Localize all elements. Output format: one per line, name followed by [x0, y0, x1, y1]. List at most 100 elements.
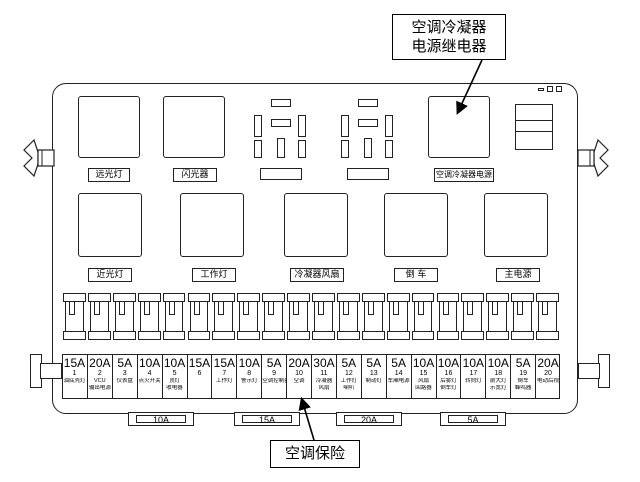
fuse-number: 20	[544, 370, 552, 377]
fuse-name-line2: 输出电源	[88, 385, 111, 391]
fuse-holder-cap	[411, 293, 435, 302]
label-high-beam: 远光灯	[88, 168, 130, 182]
spare-fuse-20a: 20A	[336, 412, 402, 426]
fuse-amperage: 30A	[313, 356, 335, 370]
fuse-holder-cap	[386, 293, 410, 302]
fuse-name: 点火开关	[138, 378, 161, 384]
fuse-name: 转向灯	[465, 378, 482, 384]
fuse-amperage: 10A	[138, 356, 161, 370]
fuse-number: 7	[222, 370, 227, 377]
callout-line-2: 电源继电器	[411, 37, 487, 55]
fuse-amperage: 5A	[117, 356, 133, 370]
fuse-name-line2: 倒车灯	[440, 385, 457, 391]
small-module-slot	[515, 120, 553, 132]
fuse-holder-cap	[262, 331, 286, 340]
mini-socket-long	[347, 168, 389, 180]
fuse-cell-9: 5A9空调控制器	[261, 354, 286, 399]
mini-socket	[254, 115, 262, 137]
mini-socket	[298, 140, 306, 158]
relay-ac-condenser-power	[428, 96, 490, 158]
fuse-name: 冷凝器	[315, 378, 333, 384]
fuse-holder-cap	[486, 293, 510, 302]
mini-socket	[277, 138, 285, 158]
mini-socket	[385, 115, 393, 137]
fuse-holder	[413, 293, 433, 339]
fuse-holder-cap	[63, 293, 86, 302]
relay-work-light	[180, 193, 244, 257]
fuse-amperage: 15A	[63, 356, 86, 370]
fuse-amperage: 20A	[89, 356, 111, 370]
fuse-name: 空调控制器	[262, 378, 286, 384]
fuse-name: 油底壳灯	[63, 378, 86, 384]
spare-fuse-label: 10A	[136, 415, 186, 425]
fuse-holder-cap	[511, 331, 535, 340]
fuse-name: 风扇	[418, 378, 430, 384]
fuse-name: 前大灯	[489, 378, 507, 384]
fuse-holder-cap	[112, 331, 136, 340]
fuse-number: 9	[272, 370, 277, 377]
fuse-amperage: 5A	[515, 356, 531, 370]
fuse-holder-cap	[461, 331, 485, 340]
callout-line-1: 空调冷凝器	[411, 18, 487, 36]
fuse-number: 14	[394, 370, 403, 377]
fuse-amperage: 5A	[266, 356, 282, 370]
fuse-number: 1	[72, 370, 77, 377]
fuse-holder-cap	[87, 331, 111, 340]
fuse-holder-cap	[237, 293, 261, 302]
spare-fuse-15a: 15A	[234, 412, 300, 426]
right-connector-bar	[578, 363, 600, 379]
label-reverse: 倒 车	[394, 268, 438, 282]
fuse-number: 2	[97, 370, 102, 377]
fuse-name: 车厢电源	[387, 378, 410, 384]
mini-socket	[364, 138, 372, 158]
fuse-holder-cap	[411, 331, 435, 340]
relay-high-beam	[78, 96, 140, 158]
fuse-holder-cap	[262, 293, 286, 302]
mini-socket	[298, 115, 306, 137]
fuse-holder-cap	[436, 293, 460, 302]
fuse-holder-cap	[212, 331, 236, 340]
fuse-amperage: 20A	[537, 356, 559, 370]
fuse-holder-cap	[361, 293, 385, 302]
corner-mark	[556, 86, 562, 92]
fuse-number: 4	[147, 370, 152, 377]
fuse-name-line2: 收电器	[166, 385, 183, 391]
fuse-amperage: 5A	[391, 356, 406, 370]
relay-low-beam	[78, 193, 142, 257]
fuse-name: 电动后视	[537, 378, 560, 384]
fuse-number: 8	[247, 370, 252, 377]
fuse-number: 17	[469, 370, 478, 377]
mini-socket	[271, 119, 291, 127]
callout-ac-fuse-text: 空调保险	[284, 444, 345, 462]
fuse-amperage: 10A	[412, 356, 435, 370]
fuse-holder-cap	[436, 331, 460, 340]
fuse-holder-cap	[63, 331, 86, 340]
fuse-holder-cap	[187, 293, 211, 302]
fuse-amperage: 5A	[366, 356, 382, 370]
relay-reverse	[384, 193, 448, 257]
fuse-holder-cap	[336, 293, 360, 302]
label-ac-condenser-power: 空调冷凝器电源	[434, 168, 494, 182]
fuse-holder-cap	[536, 293, 559, 302]
fuse-holder	[114, 293, 134, 339]
fuse-holder-cap	[137, 293, 161, 302]
mini-socket	[341, 140, 349, 158]
fuse-name: 仪表盘	[116, 378, 133, 384]
relay-condenser-fan	[284, 193, 348, 257]
fuse-amperage: 5A	[341, 356, 357, 370]
fuse-holder-cap	[312, 331, 335, 340]
fuse-holder-cap	[287, 331, 310, 340]
fuse-name-line2: 喇叭	[343, 385, 355, 391]
